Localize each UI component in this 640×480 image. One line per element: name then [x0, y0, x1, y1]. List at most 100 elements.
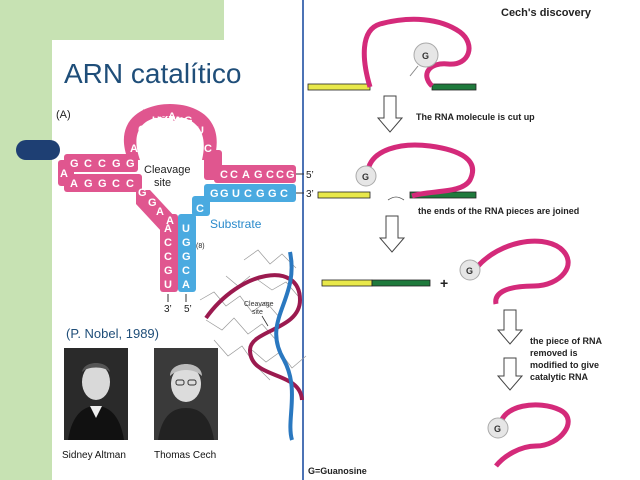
guanosine-circle — [459, 259, 481, 281]
catalytic-rna — [494, 402, 571, 468]
nucleotide-vertical_pink-2: C — [164, 251, 172, 263]
guanosine-footer: G=Guanosine — [308, 466, 367, 476]
nucleotide-vertical_blue-2: G — [182, 251, 191, 263]
nucleotide-top_left_strand-2: C — [98, 158, 106, 170]
stage-2: G — [317, 142, 477, 201]
nucleotide-vertical_pink-1: C — [164, 237, 172, 249]
nucleotide-right_upper_strand-3: G — [254, 169, 263, 181]
nucleotide-vertical_blue-1: G — [182, 237, 191, 249]
slide-tab-decoration — [16, 140, 60, 160]
nucleotide-substrate_strand-5: G — [268, 188, 277, 200]
exon-right — [431, 83, 477, 91]
end-5-bottom: 5’ — [184, 304, 192, 315]
ribozyme-strand — [58, 104, 296, 292]
exon-right — [371, 279, 431, 287]
nucleotide-lower_left_strand-1: G — [84, 178, 93, 190]
panel-divider — [302, 0, 304, 480]
join-arrow-icon — [387, 196, 405, 201]
3d-cleavage-label-line1: Cleavage — [244, 301, 274, 308]
rna-intron — [476, 238, 571, 305]
nucleotide-lower_left_strand-0: A — [70, 178, 78, 190]
rna-intron — [365, 142, 475, 199]
step-1-text: The RNA molecule is cut up — [416, 112, 535, 122]
exon-left — [321, 279, 373, 287]
step-3-line3: modified to give — [530, 360, 599, 370]
nucleotide-loop_letters-3: A — [168, 111, 176, 123]
down-arrow-icon — [376, 95, 404, 133]
cleavage-label-line1: Cleavage — [144, 164, 190, 176]
nucleotide-a_left: A — [60, 168, 68, 180]
nucleotide-loop_letters-2: U — [152, 115, 160, 127]
stage-3: + G — [321, 238, 571, 305]
nucleotide-loop_letters-4: G — [184, 115, 193, 127]
person-silhouette-icon — [154, 348, 218, 440]
down-arrow-icon — [496, 357, 524, 391]
substrate-backbone — [274, 251, 294, 441]
guanosine-label: G — [494, 424, 501, 434]
nucleotide-right_upper_strand-6: G — [286, 169, 295, 181]
step-3-line4: catalytic RNA — [530, 372, 589, 382]
guanosine-arrow — [409, 65, 419, 77]
nucleotide-right_upper_strand-2: A — [242, 169, 250, 181]
nucleotide-top_left_strand-0: G — [70, 158, 79, 170]
nucleotide-diag_left-1: A — [156, 206, 164, 218]
nucleotide-loop_letters-5: U — [196, 125, 204, 137]
nucleotide-substrate_strand-2: U — [232, 188, 240, 200]
step-3-line1: the piece of RNA — [530, 336, 603, 346]
nucleotide-vertical_pink-0: A — [164, 223, 172, 235]
nucleotide-loop_letters-6: C — [204, 143, 212, 155]
title-box — [52, 40, 302, 104]
nucleotide-right_upper_strand-5: C — [276, 169, 284, 181]
3d-cleavage-label-line2: site — [252, 309, 263, 316]
stage-1: G — [307, 16, 477, 91]
end-3-bottom: 3’ — [164, 304, 172, 315]
nucleotide-vertical_pink-4: U — [164, 279, 172, 291]
nucleotide-vertical_blue-0: U — [182, 223, 190, 235]
nucleotide-right_upper_strand-1: C — [230, 169, 238, 181]
nucleotide-lower_left_strand-2: G — [98, 178, 107, 190]
panel-label: (A) — [56, 109, 71, 121]
nucleotide-diag_left-0: G — [148, 197, 157, 209]
nobel-note: (P. Nobel, 1989) — [66, 326, 159, 341]
caption-cech: Thomas Cech — [154, 450, 217, 461]
stage-4: G — [487, 402, 571, 468]
nucleotide-vertical_blue-4: A — [182, 279, 190, 291]
cech-title: Cech's discovery — [501, 7, 592, 19]
nucleotide-vertical_blue-3: C — [182, 265, 190, 277]
nucleotide-lower_left_strand-5: G — [138, 187, 147, 199]
step-2-text: the ends of the RNA pieces are joined — [418, 206, 579, 216]
cleavage-label-line2: site — [154, 177, 171, 189]
rna-backbone — [204, 273, 304, 401]
nucleotide-top_left_strand-1: C — [84, 158, 92, 170]
nucleotide-top_left_strand-3: G — [112, 158, 121, 170]
guanosine-label: G — [362, 172, 369, 182]
exon-left — [307, 83, 371, 91]
nucleotide-substrate_strand-4: G — [256, 188, 265, 200]
down-arrow-icon — [378, 215, 406, 253]
end-3-mid: 3’ — [306, 189, 314, 200]
guanosine-circle — [355, 165, 377, 187]
nucleotide-right_upper_strand-0: C — [220, 169, 228, 181]
guanosine-label: G — [422, 51, 429, 61]
slide-title: ARN catalítico — [64, 58, 242, 89]
ribozyme-label: Ribozyme — [142, 107, 196, 121]
plus-sign: + — [440, 275, 448, 291]
guanosine-label: G — [466, 266, 473, 276]
exon-left — [317, 191, 371, 199]
guanosine-circle — [487, 417, 509, 439]
nucleotide-vertical_pink-3: G — [164, 265, 173, 277]
person-silhouette-icon — [64, 348, 128, 440]
nucleotide-loop_letters-1: G — [138, 124, 147, 136]
stem-note: (8) — [196, 243, 205, 250]
nucleotide-diag_left-2: A — [166, 215, 174, 227]
caption-altman: Sidney Altman — [62, 450, 126, 461]
nucleotide-lower_left_strand-3: C — [112, 178, 120, 190]
nucleotide-substrate_strand-3: C — [244, 188, 252, 200]
end-5-top: 5’ — [306, 170, 314, 181]
substrate-label: Substrate — [210, 217, 262, 231]
nucleotide-top_left_strand-4: G — [126, 158, 135, 170]
